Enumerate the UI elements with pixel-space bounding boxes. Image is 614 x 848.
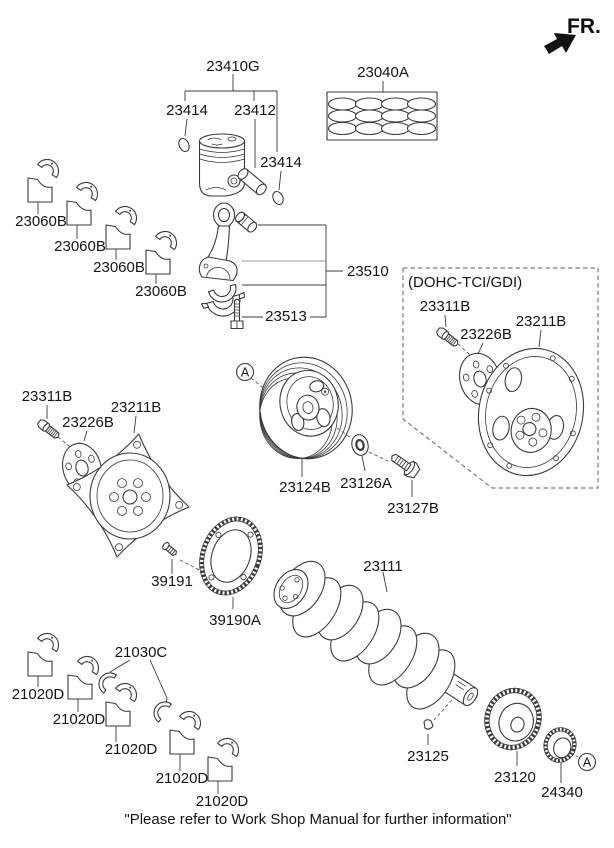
- drive-plate-bolt-right-drawing: [434, 325, 461, 349]
- part-label-conrod: 23510: [347, 263, 389, 280]
- part-label-drive-plate-left: 23211B: [111, 399, 162, 416]
- dohc-dashed-box: [402, 267, 599, 489]
- rod-bolt-drawing: [230, 298, 244, 330]
- crank-sprocket-group: 23120: [484, 687, 542, 786]
- snap-ring-left-drawing: [178, 137, 190, 153]
- part-label-main-bearing-3: 21020D: [105, 741, 158, 758]
- snap-ring-right-drawing: [272, 190, 284, 206]
- rod-bearings-group: 23060B 23060B 23060B 23060B: [15, 154, 187, 300]
- ring-gear-screw-drawing: [160, 540, 179, 559]
- callout-a-top-letter: A: [241, 366, 250, 380]
- piston-pin-drawing: [237, 168, 267, 196]
- balance-gear-group: A 24340: [541, 727, 597, 801]
- fr-label: FR.: [567, 15, 601, 38]
- part-label-thrust-washer-set: 21030C: [115, 644, 168, 661]
- fr-arrow-icon: [544, 33, 576, 54]
- drive-plate-right-drawing: [477, 347, 585, 477]
- ring-gear-drawing: [199, 516, 263, 596]
- callout-a-bottom-letter: A: [583, 756, 592, 770]
- part-label-rod-bearing-4: 23060B: [135, 283, 187, 300]
- part-label-drive-plate-bolt-left: 23311B: [22, 388, 73, 405]
- part-label-crankshaft: 23111: [363, 558, 403, 575]
- part-label-balance-gear: 24340: [541, 784, 583, 801]
- part-label-washer: 23126A: [340, 475, 392, 492]
- callout-a-top: A: [235, 362, 268, 392]
- crankshaft-group: 23111 23125: [273, 558, 479, 765]
- part-label-drive-plate-right: 23211B: [516, 313, 567, 330]
- thrust-washer-2-drawing: [149, 697, 172, 723]
- crankshaft-drawing: [273, 560, 479, 710]
- damper-pulley-drawing: [259, 356, 353, 460]
- part-label-piston-kit: 23410G: [206, 58, 259, 75]
- part-label-damper-pulley: 23124B: [279, 479, 331, 496]
- washer-drawing: [351, 434, 369, 456]
- main-bearings-group: 21020D 21020D 21020D 21020D 21020D 21030…: [12, 628, 249, 810]
- part-label-ring-gear: 39190A: [209, 612, 261, 629]
- part-label-snap-ring-right: 23414: [260, 154, 302, 171]
- pin-bushing-drawing: [235, 211, 258, 233]
- part-label-piston-ring-set: 23040A: [357, 64, 409, 81]
- crank-sprocket-drawing: [484, 687, 542, 751]
- part-label-drive-plate-bolt-right: 23311B: [420, 298, 471, 315]
- dohc-note-label: (DOHC-TCI/GDI): [408, 274, 522, 291]
- fr-direction-marker: FR.: [544, 15, 601, 54]
- part-label-adapter-plate-right: 23226B: [460, 326, 512, 343]
- part-label-pulley-bolt: 23127B: [387, 500, 439, 517]
- flexplate-left-group: 23311B 23226B 23211B: [22, 388, 190, 558]
- footer-caption: "Please refer to Work Shop Manual for fu…: [124, 811, 511, 828]
- part-label-main-bearing-4: 21020D: [156, 770, 209, 787]
- part-label-main-bearing-1: 21020D: [12, 686, 65, 703]
- part-label-piston-pin: 23412: [234, 102, 276, 119]
- connecting-rod-drawing: [198, 202, 245, 317]
- part-label-crank-sprocket: 23120: [494, 769, 536, 786]
- part-label-main-bearing-5: 21020D: [196, 793, 249, 810]
- woodruff-key-drawing: [423, 719, 434, 730]
- connecting-rod-group: 23510 23513: [198, 202, 389, 330]
- part-label-main-bearing-2: 21020D: [53, 711, 106, 728]
- drive-plate-left-drawing: [66, 433, 190, 558]
- piston-ring-set-group: 23040A: [326, 64, 438, 141]
- damper-pulley-group: 23124B 23126A 23127B: [259, 356, 439, 517]
- part-label-ring-gear-screw: 39191: [151, 573, 193, 590]
- pulley-bolt-drawing: [391, 453, 421, 479]
- piston-kit-group: 23410G 23414 23412 23414: [166, 58, 302, 206]
- piston-rings-drawing: [327, 97, 437, 136]
- part-label-rod-bearing-1: 23060B: [15, 213, 67, 230]
- ring-set-box: [326, 91, 438, 141]
- balance-gear-drawing: [543, 727, 577, 763]
- part-label-rod-bolt: 23513: [265, 308, 307, 325]
- part-label-snap-ring-left: 23414: [166, 102, 208, 119]
- part-label-rod-bearing-2: 23060B: [54, 238, 106, 255]
- drive-plate-bolt-left-drawing: [35, 417, 62, 441]
- part-label-woodruff-key: 23125: [407, 748, 449, 765]
- ring-gear-group: 39191 39190A: [151, 516, 263, 629]
- part-label-rod-bearing-3: 23060B: [93, 259, 145, 276]
- piston-drawing: [198, 133, 246, 197]
- part-label-adapter-plate-left: 23226B: [62, 414, 114, 431]
- dohc-variant-group: (DOHC-TCI/GDI) 23311B 23226B 23211B: [402, 267, 599, 489]
